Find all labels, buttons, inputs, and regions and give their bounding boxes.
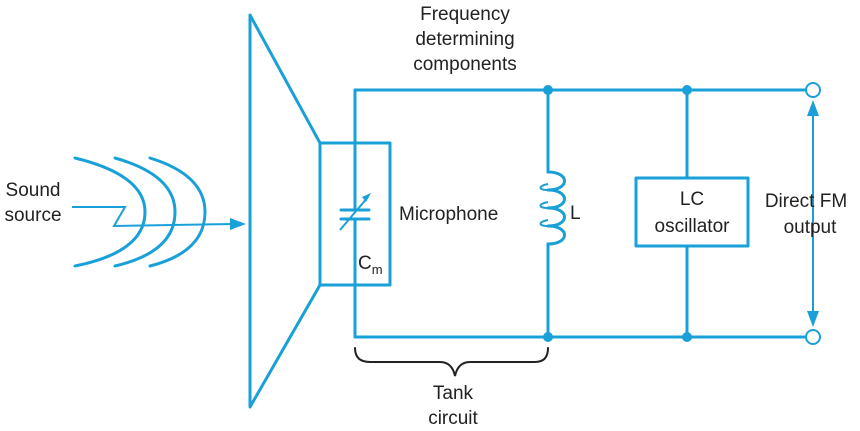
variable-capacitor-symbol (339, 88, 371, 339)
label-sound-line1: Sound (6, 180, 61, 201)
sound-wave-2 (113, 156, 177, 268)
junction-dot (682, 332, 692, 342)
label-tank-line1: Tank (433, 383, 474, 404)
sound-wave-1 (73, 156, 147, 268)
junction-dot (543, 85, 553, 95)
output-arrow-head-up (807, 100, 819, 116)
junction-dot (682, 85, 692, 95)
label-microphone: Microphone (399, 204, 498, 225)
microphone-horn (248, 13, 322, 409)
tank-circuit-brace (354, 347, 549, 377)
label-sound-line2: source (4, 205, 61, 226)
output-arrow-head-down (807, 311, 819, 327)
sound-wave-3 (148, 156, 207, 268)
label-frequency-line2: determining (415, 29, 514, 50)
sound-arrow-head (230, 218, 246, 230)
label-frequency-line3: components (413, 54, 517, 75)
sound-arrow-line (72, 206, 233, 228)
label-output-line2: output (784, 217, 838, 238)
label-tank-line2: circuit (428, 408, 478, 429)
label-capacitor: Cm (358, 253, 383, 277)
label-oscillator-line2: oscillator (655, 216, 731, 237)
label-frequency-line1: Frequency (420, 4, 510, 25)
inductor-symbol (539, 88, 566, 339)
sound-waves (72, 156, 246, 268)
lc-oscillator-box (634, 176, 750, 248)
output-terminal-top (805, 82, 821, 98)
junction-dot (543, 332, 553, 342)
output-terminal-bottom (805, 329, 821, 345)
label-inductor: L (570, 203, 581, 224)
label-output-line1: Direct FM (765, 191, 847, 212)
label-oscillator-line1: LC (680, 189, 704, 210)
